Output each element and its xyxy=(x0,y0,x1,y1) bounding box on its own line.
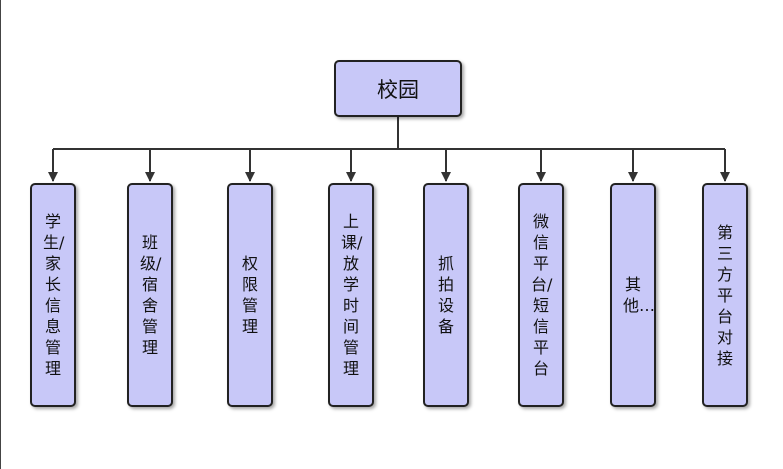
child-node-class-schedule[interactable]: 上课/放学时间管理 xyxy=(328,183,374,407)
frame-edge xyxy=(0,0,1,469)
child-label: 权限管理 xyxy=(241,254,258,336)
child-node-permission[interactable]: 权限管理 xyxy=(227,183,273,407)
root-node[interactable]: 校园 xyxy=(334,60,462,117)
child-node-other[interactable]: 其他… xyxy=(610,183,656,407)
child-label: 第三方平台对接 xyxy=(716,222,733,368)
root-label: 校园 xyxy=(377,77,419,102)
child-node-capture-device[interactable]: 抓拍设备 xyxy=(423,183,469,407)
child-node-wechat-sms[interactable]: 微信平台/短信平台 xyxy=(518,183,564,407)
child-label: 学生/家长信息管理 xyxy=(43,212,65,378)
child-label: 其他… xyxy=(623,275,656,315)
child-node-third-party[interactable]: 第三方平台对接 xyxy=(702,183,748,407)
child-node-student-parent-info[interactable]: 学生/家长信息管理 xyxy=(30,183,76,407)
child-node-class-dorm[interactable]: 班级/宿舍管理 xyxy=(127,183,173,407)
child-label: 班级/宿舍管理 xyxy=(140,233,162,357)
child-label: 上课/放学时间管理 xyxy=(341,212,363,378)
child-label: 微信平台/短信平台 xyxy=(531,212,553,378)
child-label: 抓拍设备 xyxy=(437,254,454,336)
